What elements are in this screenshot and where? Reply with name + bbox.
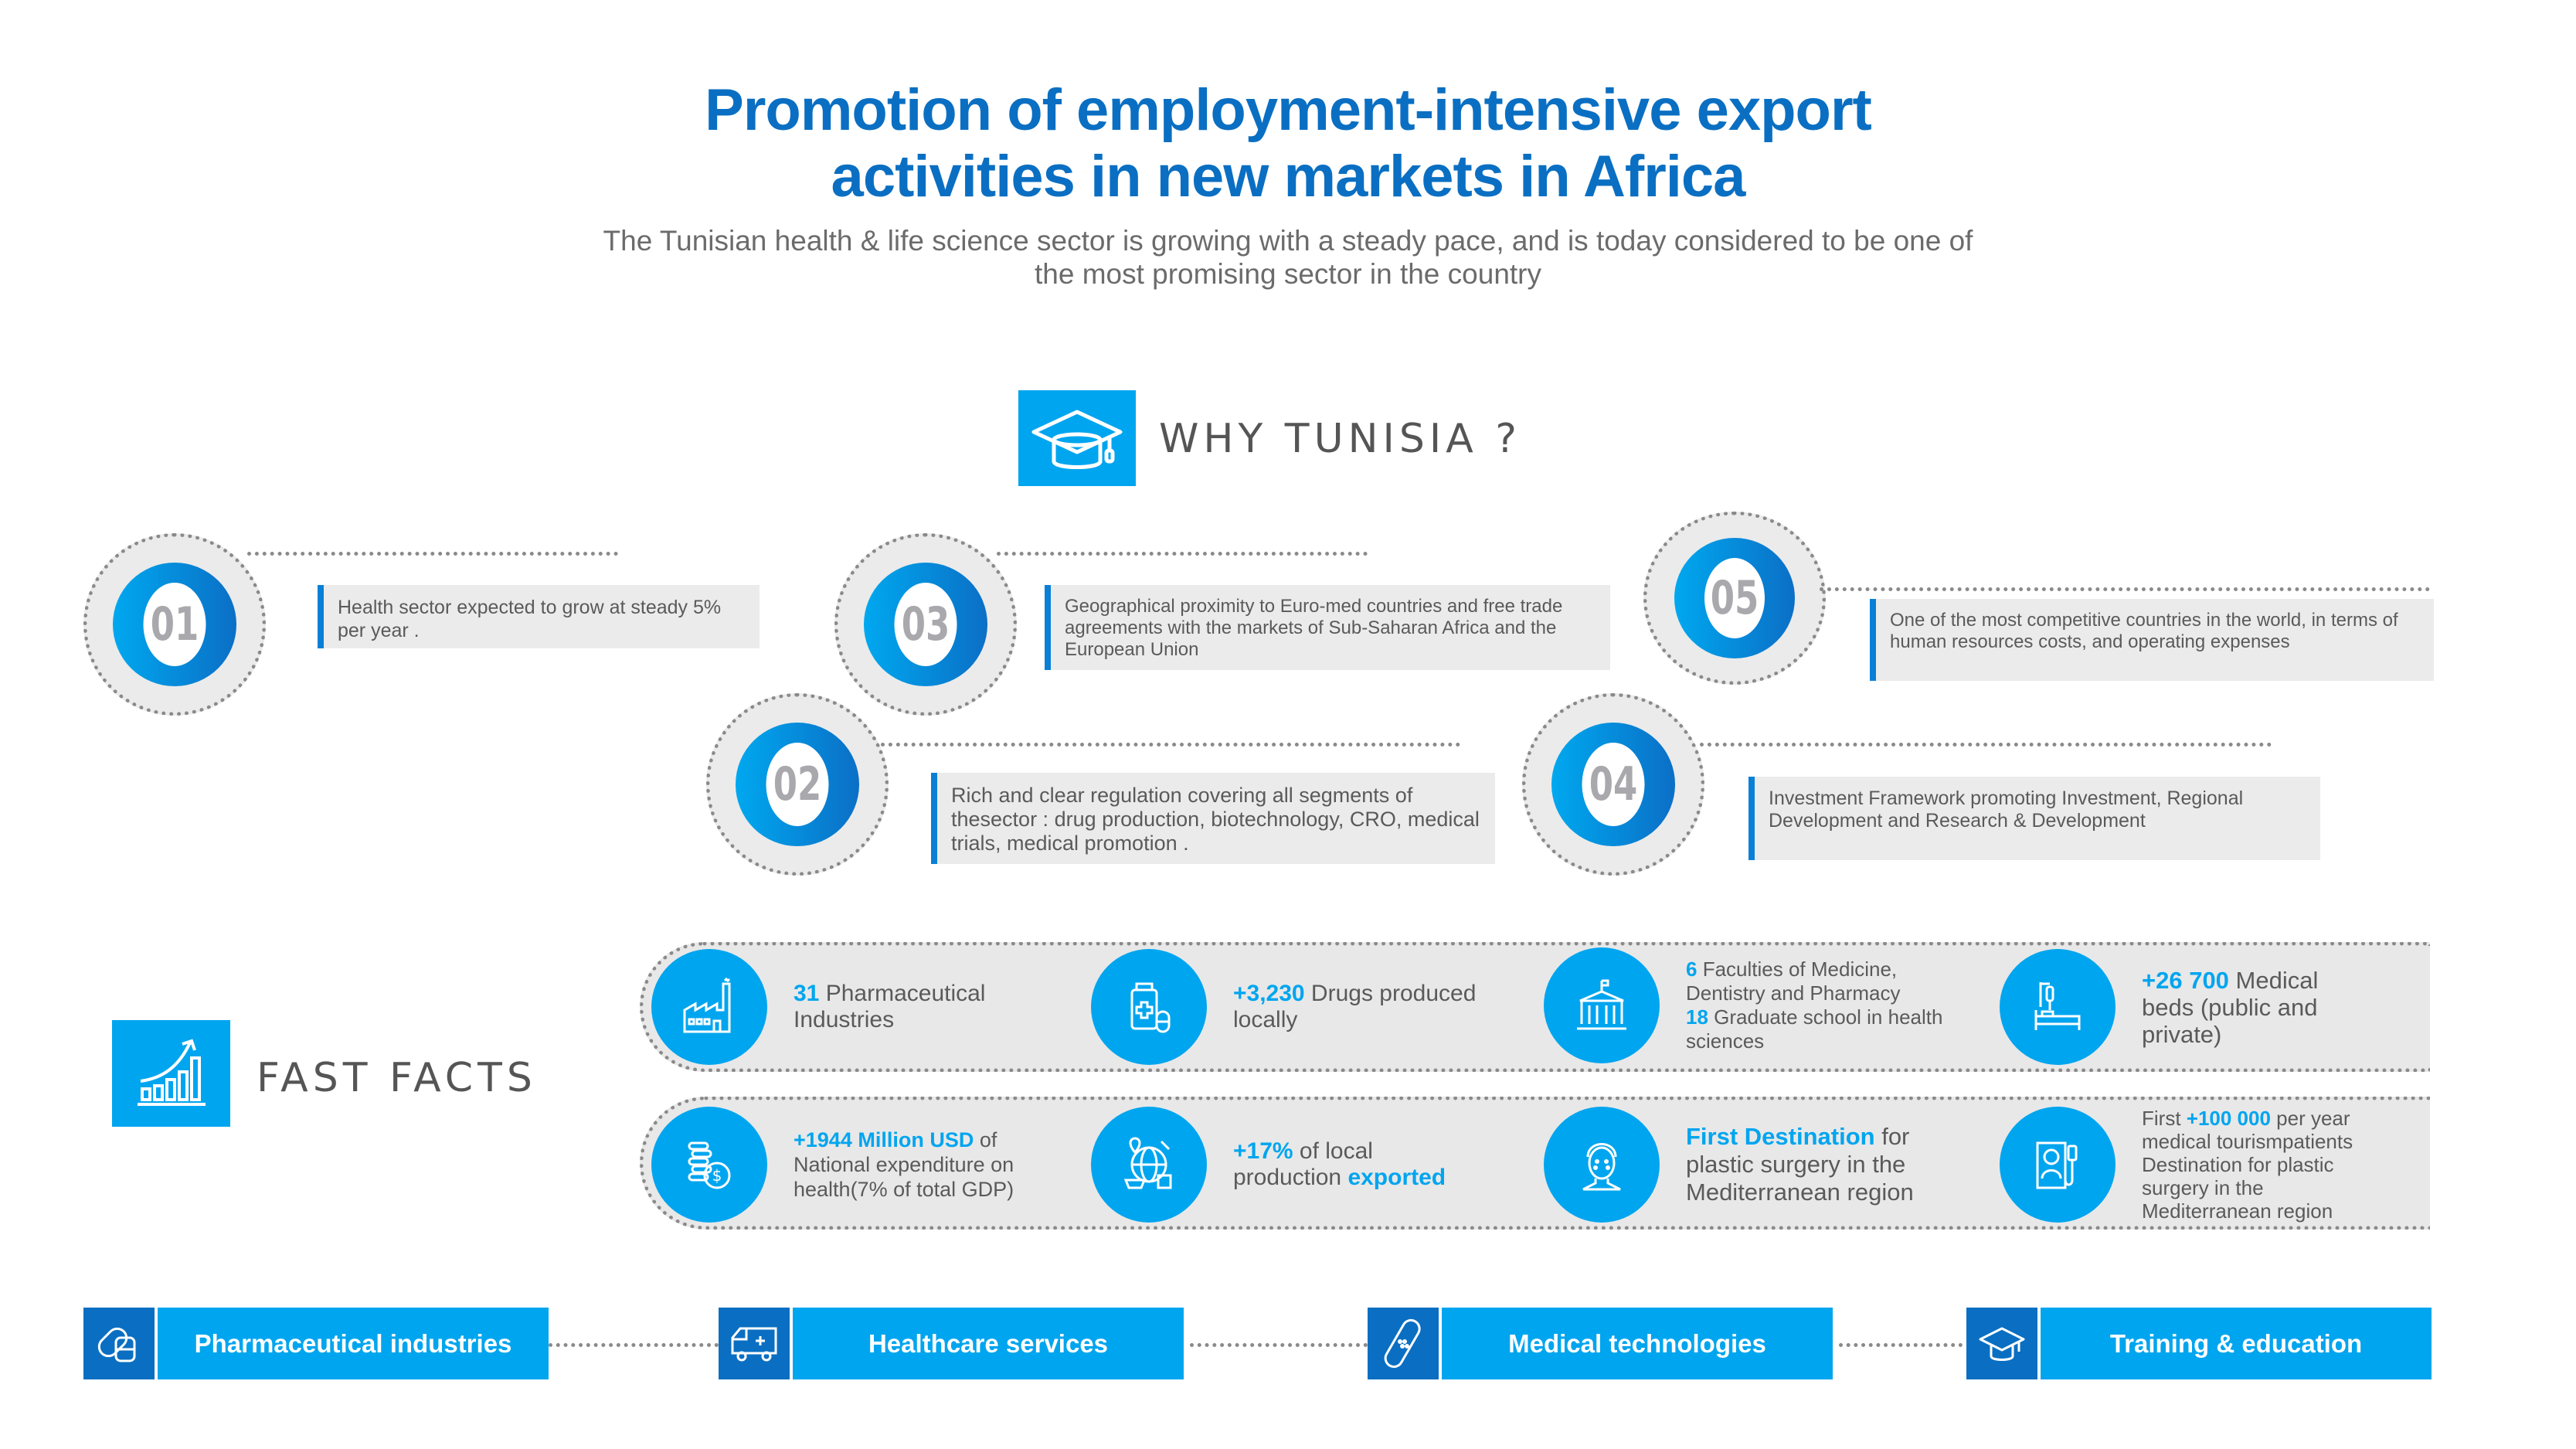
fact-highlight: +3,230 bbox=[1233, 981, 1305, 1006]
item-04-ring: 04 bbox=[1551, 723, 1675, 846]
connector-line bbox=[549, 1343, 719, 1347]
connector-line bbox=[1700, 743, 2272, 747]
fact-text: for plastic surgery in the Mediterranean… bbox=[1686, 1123, 1914, 1206]
fast-facts-row-1 bbox=[640, 942, 2430, 1072]
fact-medical-beds: +26 700 Medical beds (public and private… bbox=[2000, 949, 2350, 1065]
connector-line bbox=[1820, 587, 2430, 591]
item-02-ring: 02 bbox=[736, 723, 859, 846]
bandage-icon bbox=[1368, 1308, 1439, 1379]
item-04-number: 04 bbox=[1582, 743, 1645, 826]
item-05-number: 05 bbox=[1704, 558, 1765, 638]
sector-label: Medical technologies bbox=[1442, 1308, 1833, 1379]
fact-faculties: 6 Faculties of Medicine, Dentistry and P… bbox=[1544, 947, 1949, 1063]
fact-highlight: First Destination bbox=[1686, 1123, 1875, 1150]
fact-highlight: +100 000 bbox=[2186, 1107, 2271, 1130]
why-tunisia-heading: WHY TUNISIA ? bbox=[1159, 416, 1521, 462]
sector-label: Pharmaceutical industries bbox=[158, 1308, 549, 1379]
fact-text-2: Graduate school in health sciences bbox=[1686, 1005, 1943, 1053]
sector-training-education[interactable]: Training & education bbox=[1966, 1308, 2432, 1379]
item-02-card: Rich and clear regulation covering all s… bbox=[931, 773, 1495, 864]
page-title-line2: activities in new markets in Africa bbox=[831, 144, 1746, 209]
item-05-ring: 05 bbox=[1674, 538, 1795, 658]
svg-text:$: $ bbox=[712, 1166, 722, 1185]
coins-dollar-icon: $ bbox=[651, 1107, 767, 1223]
hospital-bed-icon bbox=[2000, 949, 2116, 1065]
item-05-card: One of the most competitive countries in… bbox=[1870, 599, 2434, 681]
sector-medical-technologies[interactable]: Medical technologies bbox=[1368, 1308, 1833, 1379]
connector-line bbox=[1839, 1343, 1963, 1347]
growth-chart-icon bbox=[137, 1039, 206, 1106]
item-01-card: Health sector expected to grow at steady… bbox=[318, 585, 760, 648]
connector-line bbox=[1190, 1343, 1368, 1347]
item-02-number: 02 bbox=[766, 743, 829, 826]
fact-text: Faculties of Medicine, Dentistry and Pha… bbox=[1686, 957, 1901, 1005]
face-treatment-icon bbox=[1544, 1107, 1660, 1223]
sector-healthcare-services[interactable]: Healthcare services bbox=[719, 1308, 1184, 1379]
medicine-bottle-icon bbox=[1091, 949, 1207, 1065]
fast-facts-heading: FAST FACTS bbox=[257, 1055, 537, 1101]
connector-line bbox=[247, 552, 618, 556]
graduation-cap-icon bbox=[1966, 1308, 2037, 1379]
fast-facts-icon-box bbox=[112, 1020, 230, 1127]
item-03-card: Geographical proximity to Euro-med count… bbox=[1045, 585, 1610, 670]
sector-label: Training & education bbox=[2041, 1308, 2432, 1379]
item-01-ring: 01 bbox=[113, 563, 236, 686]
fact-local-production-exported: +17% of local production exported bbox=[1091, 1107, 1480, 1223]
fact-highlight-2: exported bbox=[1347, 1165, 1446, 1190]
factory-icon bbox=[651, 949, 767, 1065]
sector-pharmaceutical-industries[interactable]: Pharmaceutical industries bbox=[83, 1308, 549, 1379]
connector-line bbox=[881, 743, 1460, 747]
fact-highlight: +17% bbox=[1233, 1138, 1293, 1164]
fact-highlight: +1944 Million USD bbox=[794, 1128, 974, 1151]
fast-facts-row-2 bbox=[640, 1097, 2430, 1230]
fact-highlight: 31 bbox=[794, 981, 820, 1006]
globe-export-icon bbox=[1091, 1107, 1207, 1223]
fact-text: Medical beds (public and private) bbox=[2142, 966, 2319, 1048]
fact-text: Pharmaceutical Industries bbox=[794, 981, 986, 1032]
sector-label: Healthcare services bbox=[793, 1308, 1184, 1379]
fact-prefix: First bbox=[2142, 1107, 2187, 1130]
graduation-cap-icon bbox=[1031, 410, 1123, 469]
university-icon bbox=[1544, 947, 1660, 1063]
item-04-card: Investment Framework promoting Investmen… bbox=[1748, 777, 2320, 860]
fact-text: of National expenditure on health(7% of … bbox=[794, 1128, 1014, 1201]
page-title-line1: Promotion of employment-intensive export bbox=[705, 77, 1872, 143]
item-03-ring: 03 bbox=[864, 563, 987, 686]
pills-icon bbox=[83, 1308, 155, 1379]
fact-highlight: +26 700 bbox=[2142, 966, 2229, 994]
page-subtitle-line1: The Tunisian health & life science secto… bbox=[603, 225, 1973, 257]
ambulance-icon bbox=[719, 1308, 790, 1379]
fact-text: per year medical tourismpatients Destina… bbox=[2142, 1107, 2353, 1223]
item-03-number: 03 bbox=[894, 583, 957, 666]
patient-surgery-icon bbox=[2000, 1107, 2116, 1223]
page-subtitle-line2: the most promising sector in the country bbox=[1034, 258, 1541, 290]
fact-national-expenditure: $ +1944 Million USD of National expendit… bbox=[651, 1107, 1056, 1223]
fact-text: Drugs produced locally bbox=[1233, 981, 1477, 1032]
fact-highlight-2: 18 bbox=[1686, 1005, 1708, 1029]
fact-pharma-industries: 31 Pharmaceutical Industries bbox=[651, 949, 1048, 1065]
why-tunisia-icon-box bbox=[1018, 390, 1136, 486]
fact-medical-tourism: First +100 000 per year medical tourismp… bbox=[2000, 1107, 2397, 1223]
fact-text: of local production bbox=[1233, 1138, 1373, 1190]
fact-drugs-produced: +3,230 Drugs produced locally bbox=[1091, 949, 1504, 1065]
connector-line bbox=[997, 552, 1368, 556]
item-01-number: 01 bbox=[143, 583, 206, 666]
fact-plastic-surgery: First Destination for plastic surgery in… bbox=[1544, 1107, 1941, 1223]
fact-highlight: 6 bbox=[1686, 957, 1698, 981]
